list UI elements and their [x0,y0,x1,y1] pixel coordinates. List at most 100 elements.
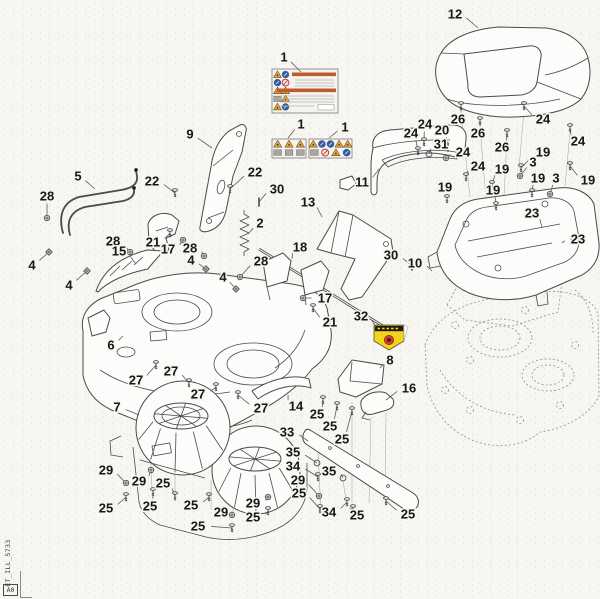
part-number-30: 30 [384,248,398,263]
callout-28: 28 [236,252,270,281]
part-number-27: 27 [254,401,268,416]
part-2-spring [239,210,250,256]
part-8-deflector [337,359,385,398]
warning-triangle-icon [308,139,318,148]
part-number-19: 19 [438,180,452,195]
part-number-19: 19 [531,171,545,186]
pictogram-icon [273,149,282,156]
part-number-28: 28 [254,254,268,269]
warning-triangle-icon [272,70,283,78]
callout-34: 34 [284,457,321,482]
callout-22: 22 [227,163,264,194]
callout-25: 25 [383,496,417,523]
part-number-4: 4 [187,253,195,268]
callout-27: 27 [235,390,270,417]
part-number-28: 28 [40,189,54,204]
part-number-9: 9 [186,127,193,142]
callout-23: 23 [561,230,587,248]
part-number-25: 25 [350,508,364,523]
callout-25: 25 [290,484,323,514]
part-number-29: 29 [214,505,228,520]
part-number-22: 22 [248,165,262,180]
pictogram-icon [284,149,294,156]
callout-24: 24 [416,115,434,147]
callout-24: 24 [463,157,487,182]
part-number-3: 3 [529,155,536,170]
part-number-24: 24 [404,126,419,141]
part-number-4: 4 [65,278,73,293]
part-1-safety-label-small-b [308,138,353,159]
deck-reference-dashed [424,267,600,446]
part-number-10: 10 [408,256,422,271]
part-number-25: 25 [191,519,205,534]
part-number-33: 33 [280,425,294,440]
part-number-4: 4 [219,270,227,285]
callout-15: 15 [110,242,137,265]
part-number-1: 1 [341,120,348,135]
pictogram-icon [296,149,305,156]
callout-25: 25 [154,474,178,501]
part-number-2: 2 [256,216,263,231]
callout-29: 29 [289,471,323,500]
part-number-35: 35 [322,464,336,479]
part-number-25: 25 [323,419,337,434]
callout-23: 23 [523,204,543,228]
part-number-34: 34 [286,459,301,474]
part-number-28: 28 [183,241,197,256]
part-number-25: 25 [335,432,349,447]
part-number-25: 25 [143,499,157,514]
part-number-1: 1 [297,117,304,132]
part-7-fan-housing [109,380,308,540]
part-number-17: 17 [318,291,332,306]
callout-3: 3 [546,169,561,198]
callout-26: 26 [449,101,467,128]
part-number-29: 29 [246,496,260,511]
part-16-bracket [360,391,395,421]
callout-25: 25 [321,401,340,435]
callout-10: 10 [406,254,433,272]
part-number-7: 7 [113,400,120,415]
part-number-12: 12 [448,7,462,22]
part-32-warning-sticker [373,324,409,351]
part-number-24: 24 [536,112,551,127]
pictogram-icon [310,149,319,156]
part-number-20: 20 [435,123,449,138]
part-number-8: 8 [386,353,393,368]
part-13-gusset-bracket [316,210,394,301]
part-number-19: 19 [536,145,550,160]
part-number-24: 24 [471,159,486,174]
callout-3: 3 [516,153,538,180]
part-5-wire-bail [60,168,180,256]
part-number-23: 23 [571,232,585,247]
callout-28: 28 [181,239,208,260]
callout-16: 16 [385,379,418,401]
callout-24: 24 [567,123,587,150]
part-number-28: 28 [106,234,120,249]
callout-20: 20 [433,121,451,152]
callout-12: 12 [446,5,479,29]
part-number-25: 25 [156,476,170,491]
callout-25: 25 [141,487,159,515]
revision-box: A0 [3,584,18,596]
part-number-22: 22 [145,174,159,189]
part-number-1: 1 [280,50,287,65]
callout-29: 29 [97,461,130,487]
warning-triangle-icon [334,139,344,148]
part-number-31: 31 [434,137,448,152]
illustration-id: ET_ILL_5733 [4,539,12,587]
callout-4: 4 [64,267,91,294]
callout-4: 4 [186,251,210,273]
callout-26: 26 [469,116,487,142]
callout-34: 34 [320,497,350,521]
part-number-23: 23 [525,206,539,221]
callout-25: 25 [189,517,235,535]
callout-7: 7 [112,398,140,416]
part-number-27: 27 [129,373,143,388]
part-number-13: 13 [301,195,315,210]
part-number-26: 26 [471,126,485,141]
part-number-24: 24 [571,134,586,149]
part-number-18: 18 [293,240,307,255]
callout-24: 24 [442,143,472,162]
